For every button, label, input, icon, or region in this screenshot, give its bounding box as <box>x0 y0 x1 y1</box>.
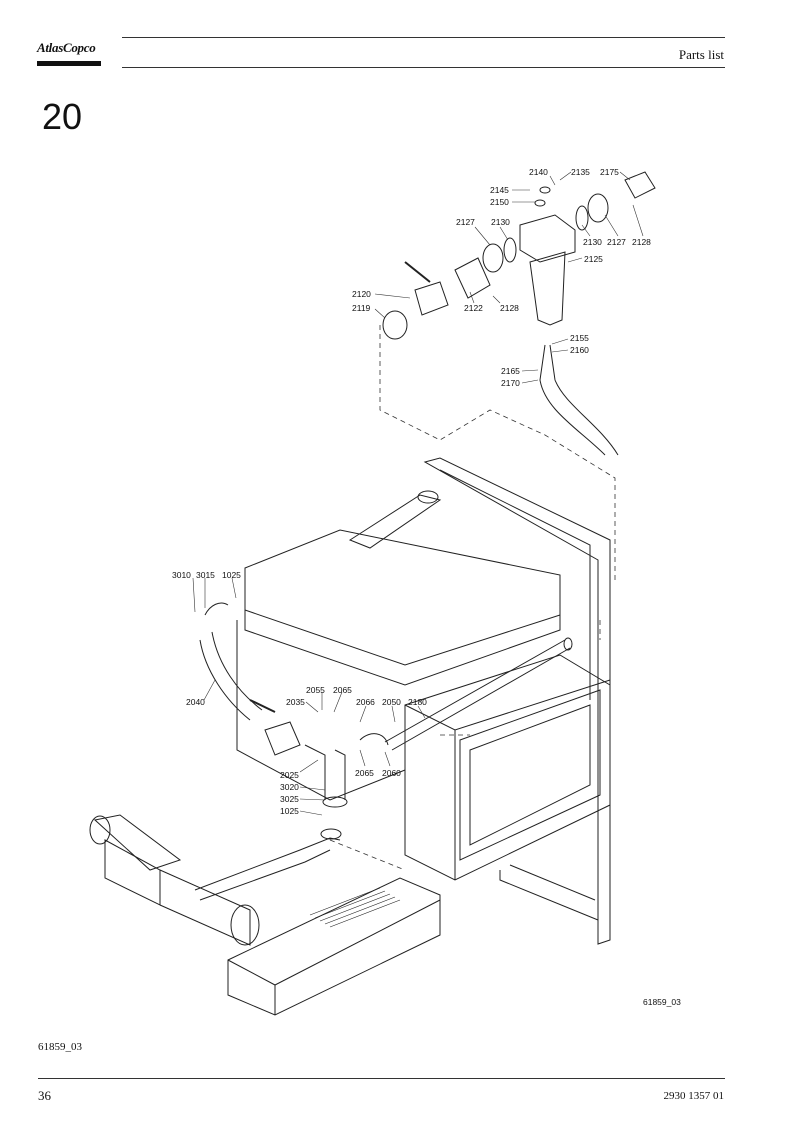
figure-reference: 61859_03 <box>38 1041 82 1053</box>
callout-3020: 3020 <box>280 782 299 792</box>
drain-hose <box>539 344 619 456</box>
callout-2155: 2155 <box>570 333 589 343</box>
atlas-copco-logo: AtlasCopco <box>37 40 101 68</box>
callout-2170: 2170 <box>501 378 520 388</box>
callout-1025: 1025 <box>222 570 241 580</box>
section-number: 20 <box>42 96 83 137</box>
callout-2119: 2119 <box>352 303 371 313</box>
callout-2065-lower: 2065 <box>355 768 374 778</box>
callout-2050: 2050 <box>382 697 401 707</box>
header-title: Parts list <box>678 47 724 62</box>
connector-2175 <box>624 171 656 199</box>
inner-frame <box>439 469 591 700</box>
callout-2128: 2128 <box>500 303 519 313</box>
callout-2175: 2175 <box>600 167 619 177</box>
footer-rule <box>38 1078 725 1079</box>
hose-2040 <box>199 631 263 721</box>
filter-bowl <box>529 251 566 326</box>
callout-3025: 3025 <box>280 794 299 804</box>
callout-2035: 2035 <box>286 697 305 707</box>
cooler-block <box>227 877 441 1016</box>
fan-housing <box>404 654 611 881</box>
callout-1025-lower: 1025 <box>280 806 299 816</box>
valve-2035 <box>264 721 301 756</box>
callout-2125: 2125 <box>584 254 603 264</box>
drawing-image-ref: 61859_03 <box>643 997 681 1007</box>
callout-2127: 2127 <box>456 217 475 227</box>
callout-2065: 2065 <box>333 685 352 695</box>
callout-2066: 2066 <box>356 697 375 707</box>
callout-2165: 2165 <box>501 366 520 376</box>
logo-text: AtlasCopco <box>37 40 96 55</box>
callout-3015: 3015 <box>196 570 215 580</box>
heat-exchanger <box>93 814 182 871</box>
callout-2135: 2135 <box>571 167 590 177</box>
callout-2130-right: 2130 <box>583 237 602 247</box>
cabinet-top-front <box>244 610 561 686</box>
callout-2145: 2145 <box>490 185 509 195</box>
filter-head <box>519 214 576 263</box>
header-rule-bottom <box>122 67 725 68</box>
callout-2130: 2130 <box>491 217 510 227</box>
cabinet-back-panel <box>423 457 611 945</box>
callout-2055: 2055 <box>306 685 325 695</box>
callout-2160: 2160 <box>570 345 589 355</box>
callout-2127-right: 2127 <box>607 237 626 247</box>
cabinet-top <box>244 529 561 666</box>
header-rule-top <box>122 37 725 38</box>
callout-2025: 2025 <box>280 770 299 780</box>
callout-2040: 2040 <box>186 697 205 707</box>
callout-2122: 2122 <box>464 303 483 313</box>
callout-3010: 3010 <box>172 570 191 580</box>
callout-2150: 2150 <box>490 197 509 207</box>
exploded-parts-drawing: 2140 2135 2175 2145 2150 2127 2130 2130 … <box>89 167 681 1016</box>
callout-2140: 2140 <box>529 167 548 177</box>
top-cylinder <box>348 494 442 549</box>
callout-2128-right: 2128 <box>632 237 651 247</box>
callout-2180: 2180 <box>408 697 427 707</box>
callout-2060: 2060 <box>382 768 401 778</box>
ball-valve <box>414 281 449 316</box>
cabinet-side <box>236 620 406 801</box>
callout-2120: 2120 <box>352 289 371 299</box>
logo-bar <box>37 61 101 66</box>
page-number: 36 <box>38 1088 51 1103</box>
document-number: 2930 1357 01 <box>663 1090 725 1102</box>
nipple-2122 <box>454 257 491 299</box>
tube-2050 <box>384 639 571 751</box>
